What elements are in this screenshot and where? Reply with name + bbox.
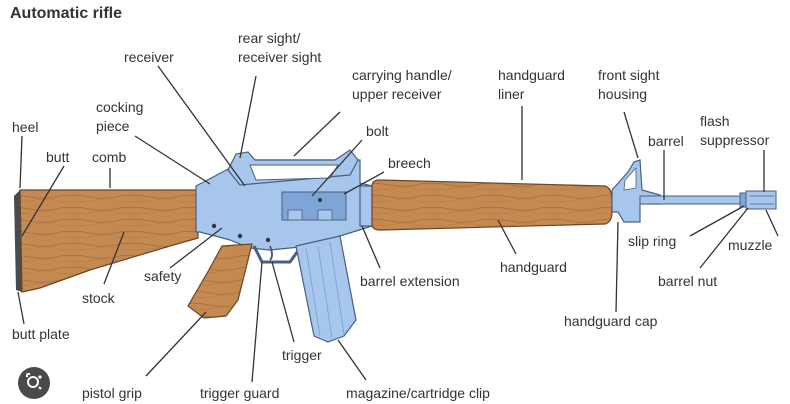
label-safety: safety [144, 268, 181, 284]
label-comb: comb [92, 149, 126, 165]
label-muzzle: muzzle [728, 237, 773, 253]
label-handguard-liner-2: liner [498, 86, 525, 102]
label-barrel-extension: barrel extension [360, 273, 460, 289]
leader-lines [17, 65, 779, 383]
barrel-shape [639, 195, 741, 205]
label-trigger: trigger [282, 347, 322, 363]
trigger-shape [269, 245, 273, 261]
barrel-nut-shape [739, 192, 747, 208]
label-handguard-liner-1: handguard [498, 67, 565, 83]
label-carrying-handle-1: carrying handle/ [352, 67, 452, 83]
google-lens-icon[interactable] [18, 367, 50, 399]
label-trigger-guard: trigger guard [200, 385, 279, 401]
label-breech: breech [388, 155, 431, 171]
label-carrying-handle-2: upper receiver [352, 86, 442, 102]
trigger-guard-shape [252, 245, 302, 264]
label-receiver: receiver [124, 49, 174, 65]
label-handguard: handguard [500, 259, 567, 275]
label-front-sight-2: housing [598, 86, 647, 102]
flash-suppressor-shape [745, 190, 777, 210]
label-front-sight-1: front sight [598, 67, 660, 83]
label-slip-ring: slip ring [628, 233, 676, 249]
label-bolt: bolt [366, 123, 389, 139]
handguard-shape [371, 179, 613, 231]
label-heel: heel [12, 119, 38, 135]
label-rear-sight-1: rear sight/ [238, 30, 300, 46]
pistol-grip-shape [187, 243, 253, 319]
label-magazine: magazine/cartridge clip [346, 385, 490, 401]
label-barrel-nut: barrel nut [658, 273, 717, 289]
label-barrel: barrel [648, 133, 684, 149]
label-cocking-1: cocking [96, 99, 143, 115]
label-pistol-grip: pistol grip [82, 385, 142, 401]
magazine-shape [295, 235, 357, 343]
label-handguard-cap: handguard cap [564, 313, 658, 329]
label-cocking-2: piece [96, 118, 130, 134]
label-butt: butt [46, 149, 69, 165]
label-flash-suppressor-2: suppressor [700, 132, 770, 148]
diagram-title: Automatic rifle [10, 5, 123, 22]
label-rear-sight-2: receiver sight [238, 49, 321, 65]
butt-plate-shape [14, 190, 22, 292]
label-stock: stock [82, 290, 116, 306]
label-butt-plate: butt plate [12, 326, 70, 342]
diagram-labels: heel butt comb cocking piece receiver re… [12, 30, 773, 401]
label-flash-suppressor-1: flash [700, 113, 730, 129]
